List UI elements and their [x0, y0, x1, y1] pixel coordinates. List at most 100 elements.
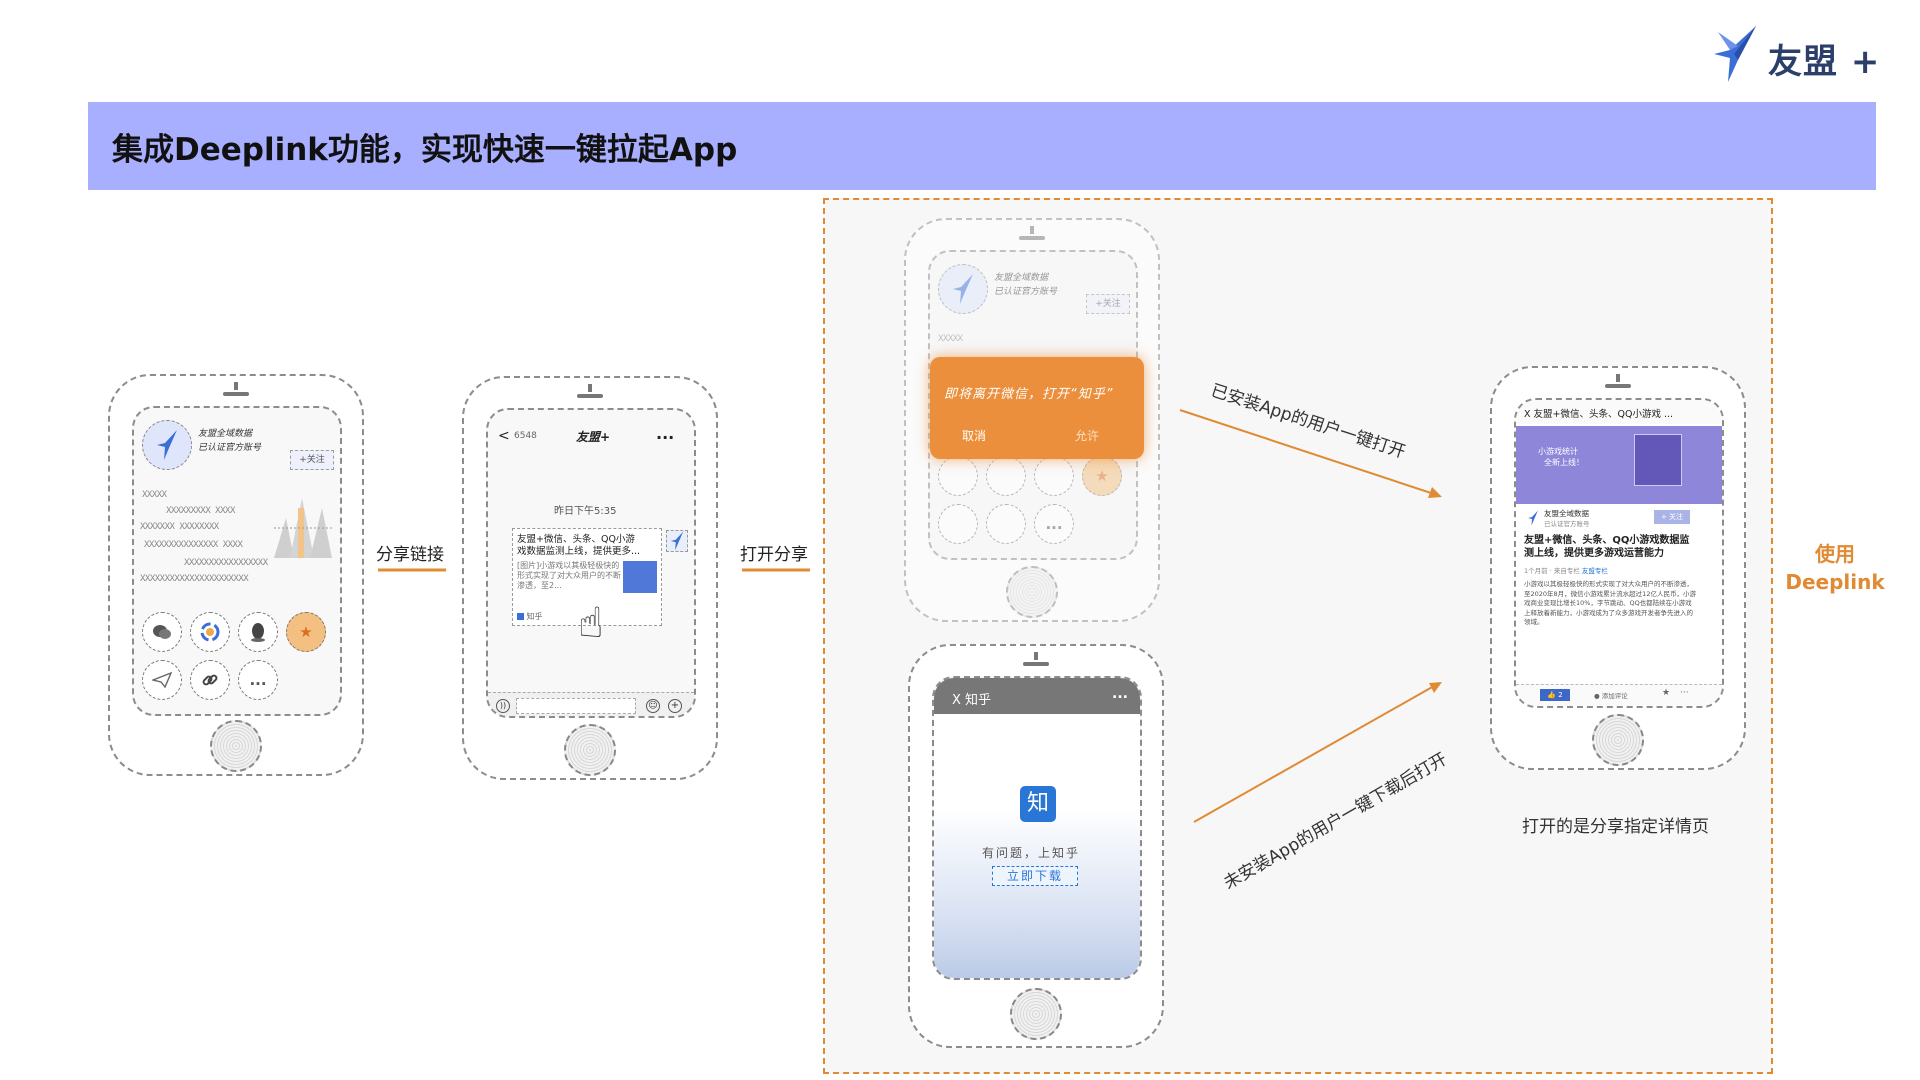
placeholder-line: XXXXXXX XXXXXXXX: [140, 522, 219, 532]
chat-input-bar[interactable]: )) ☺ +: [488, 692, 694, 716]
arrow-not-installed: [1193, 685, 1435, 823]
mini-chart-illustration: [274, 498, 334, 558]
dialog-cancel-button[interactable]: 取消: [962, 429, 987, 443]
follow-button[interactable]: +关注: [290, 450, 334, 470]
dialog-allow-button[interactable]: 允许: [1075, 429, 1100, 443]
link-icon[interactable]: [986, 504, 1026, 544]
placeholder-line: XXXXXXXXX XXXX: [166, 506, 235, 516]
more-icon[interactable]: ...: [238, 660, 278, 700]
profile-screen: 友盟全域数据 已认证官方账号 +关注 XXXXX XXXXXXXXX XXXX …: [132, 406, 342, 716]
voice-icon[interactable]: )): [496, 699, 510, 713]
paper-plane-icon[interactable]: [142, 660, 182, 700]
article-headline: 友盟+微信、头条、QQ小游戏数据监测上线，提供更多游戏运营能力: [1524, 535, 1690, 559]
home-button: [564, 724, 616, 776]
banner-line: 全新上线！: [1544, 458, 1584, 467]
download-button[interactable]: 立即下载: [992, 866, 1078, 886]
shared-link-card[interactable]: 友盟+微信、头条、QQ小游戏数据监测上线，提供更多... [图片]小游戏以其极轻…: [512, 528, 662, 626]
placeholder-line: XXXXXXXXXXXXXXXXXXXXXX: [140, 574, 249, 584]
emoji-icon[interactable]: ☺: [646, 699, 660, 713]
avatar: [938, 264, 988, 314]
server-illustration: [1634, 434, 1682, 486]
moments-icon[interactable]: [190, 612, 230, 652]
qq-icon[interactable]: [1034, 456, 1074, 496]
back-icon[interactable]: <: [498, 428, 510, 444]
phone-result: X 友盟+微信、头条、QQ小游戏 ... 小游戏统计 全新上线！ 友盟全域数据 …: [1490, 366, 1746, 770]
logo-text: 友盟 +: [1768, 42, 1881, 82]
umeng-bird-icon: [1714, 26, 1756, 82]
phone-zhihu: X 知乎 ... 知 有问题，上知乎 立即下载: [908, 644, 1164, 1048]
dialog-message: 即将离开微信，打开“知乎”: [944, 387, 1114, 402]
arrow-installed: [1179, 409, 1435, 495]
chat-screen: < 6548 友盟+ ... 昨日下午5:35 友盟+微信、头条、QQ小游戏数据…: [486, 408, 696, 718]
zhihu-title: X 知乎: [952, 693, 992, 708]
more-icon[interactable]: ...: [1034, 504, 1074, 544]
sender-avatar: [666, 530, 688, 552]
follow-button[interactable]: +关注: [1086, 294, 1130, 314]
zhihu-mini-icon: [517, 613, 524, 620]
result-header-title: X 友盟+微信、头条、QQ小游戏 ...: [1524, 409, 1674, 420]
chat-time: 昨日下午5:35: [554, 506, 617, 517]
more-icon[interactable]: ···: [1680, 688, 1689, 698]
card-source: 知乎: [517, 611, 543, 622]
author-name: 友盟全域数据: [1544, 509, 1589, 518]
phone-chat: < 6548 友盟+ ... 昨日下午5:35 友盟+微信、头条、QQ小游戏数据…: [462, 376, 718, 780]
umeng-logo: 友盟 +: [1708, 24, 1888, 84]
result-follow-button[interactable]: + 关注: [1654, 510, 1690, 524]
step-label-share-link: 分享链接: [376, 545, 444, 565]
zhihu-more-icon[interactable]: ...: [1112, 686, 1128, 702]
avatar: [142, 420, 192, 470]
result-caption: 打开的是分享指定详情页: [1522, 817, 1709, 837]
zhihu-logo-icon: 知: [1020, 786, 1056, 822]
arrow-installed-head: [1428, 487, 1442, 498]
umeng-bird-icon: [1528, 510, 1538, 526]
column-link[interactable]: 友盟专栏: [1581, 567, 1608, 575]
result-screen: X 友盟+微信、头条、QQ小游戏 ... 小游戏统计 全新上线！ 友盟全域数据 …: [1514, 398, 1724, 708]
wechat-icon[interactable]: [938, 456, 978, 496]
banner-line: 小游戏统计: [1538, 447, 1578, 456]
card-thumbnail: [623, 561, 657, 593]
result-author: 友盟全域数据 已认证官方账号 + 关注: [1524, 508, 1690, 530]
author-verify: 已认证官方账号: [1544, 520, 1590, 528]
zhihu-screen: X 知乎 ... 知 有问题，上知乎 立即下载: [932, 676, 1142, 980]
chat-title: 友盟+: [576, 430, 611, 444]
qq-icon[interactable]: [238, 612, 278, 652]
result-header: X 友盟+微信、头条、QQ小游戏 ...: [1516, 400, 1722, 424]
add-comment[interactable]: ● 添加评论: [1594, 692, 1628, 700]
account-name: 友盟全域数据: [994, 273, 1049, 283]
result-footer: 👍 2 ● 添加评论 ★ ···: [1516, 684, 1722, 706]
umeng-bird-icon: [670, 531, 684, 551]
account-verify: 已认证官方账号: [198, 443, 262, 453]
zhihu-landing: 知 有问题，上知乎 立即下载: [934, 714, 1140, 978]
use-deeplink-label: 使用 Deeplink: [1785, 542, 1885, 594]
home-button: [1592, 714, 1644, 766]
home-button: [1010, 988, 1062, 1040]
chat-more-icon[interactable]: ...: [656, 424, 675, 443]
zhihu-slogan: 有问题，上知乎: [982, 846, 1081, 860]
account-verify: 已认证官方账号: [994, 287, 1058, 297]
card-title: 友盟+微信、头条、QQ小游戏数据监测上线，提供更多...: [517, 534, 641, 557]
qzone-star-icon[interactable]: ★: [1082, 456, 1122, 496]
placeholder-line: XXXXXXXXXXXXXXXXX: [184, 558, 268, 568]
placeholder-line: XXXXXXXXXXXXXXX XXXX: [144, 540, 243, 550]
account-name: 友盟全域数据: [198, 429, 253, 439]
title-bar: 集成Deeplink功能，实现快速一键拉起App: [88, 102, 1876, 190]
page-title: 集成Deeplink功能，实现快速一键拉起App: [112, 132, 738, 168]
plus-icon[interactable]: +: [668, 699, 682, 713]
like-button[interactable]: 👍 2: [1540, 689, 1570, 701]
home-button: [210, 720, 262, 772]
message-input[interactable]: [516, 698, 636, 714]
star-icon[interactable]: ★: [1662, 688, 1671, 698]
umeng-bird-icon: [953, 274, 973, 304]
placeholder-line: XXXXX: [938, 334, 963, 344]
qzone-star-icon[interactable]: ★: [286, 612, 326, 652]
unread-count: 6548: [514, 431, 537, 441]
step-label-open-share: 打开分享: [740, 545, 808, 565]
placeholder-line: XXXXX: [142, 490, 167, 500]
wechat-icon[interactable]: [142, 612, 182, 652]
paper-plane-icon[interactable]: [938, 504, 978, 544]
zhihu-topbar: X 知乎 ...: [934, 678, 1140, 714]
open-app-dialog: 即将离开微信，打开“知乎” 取消 允许: [930, 357, 1144, 459]
umeng-bird-icon: [157, 430, 177, 460]
link-icon[interactable]: [190, 660, 230, 700]
